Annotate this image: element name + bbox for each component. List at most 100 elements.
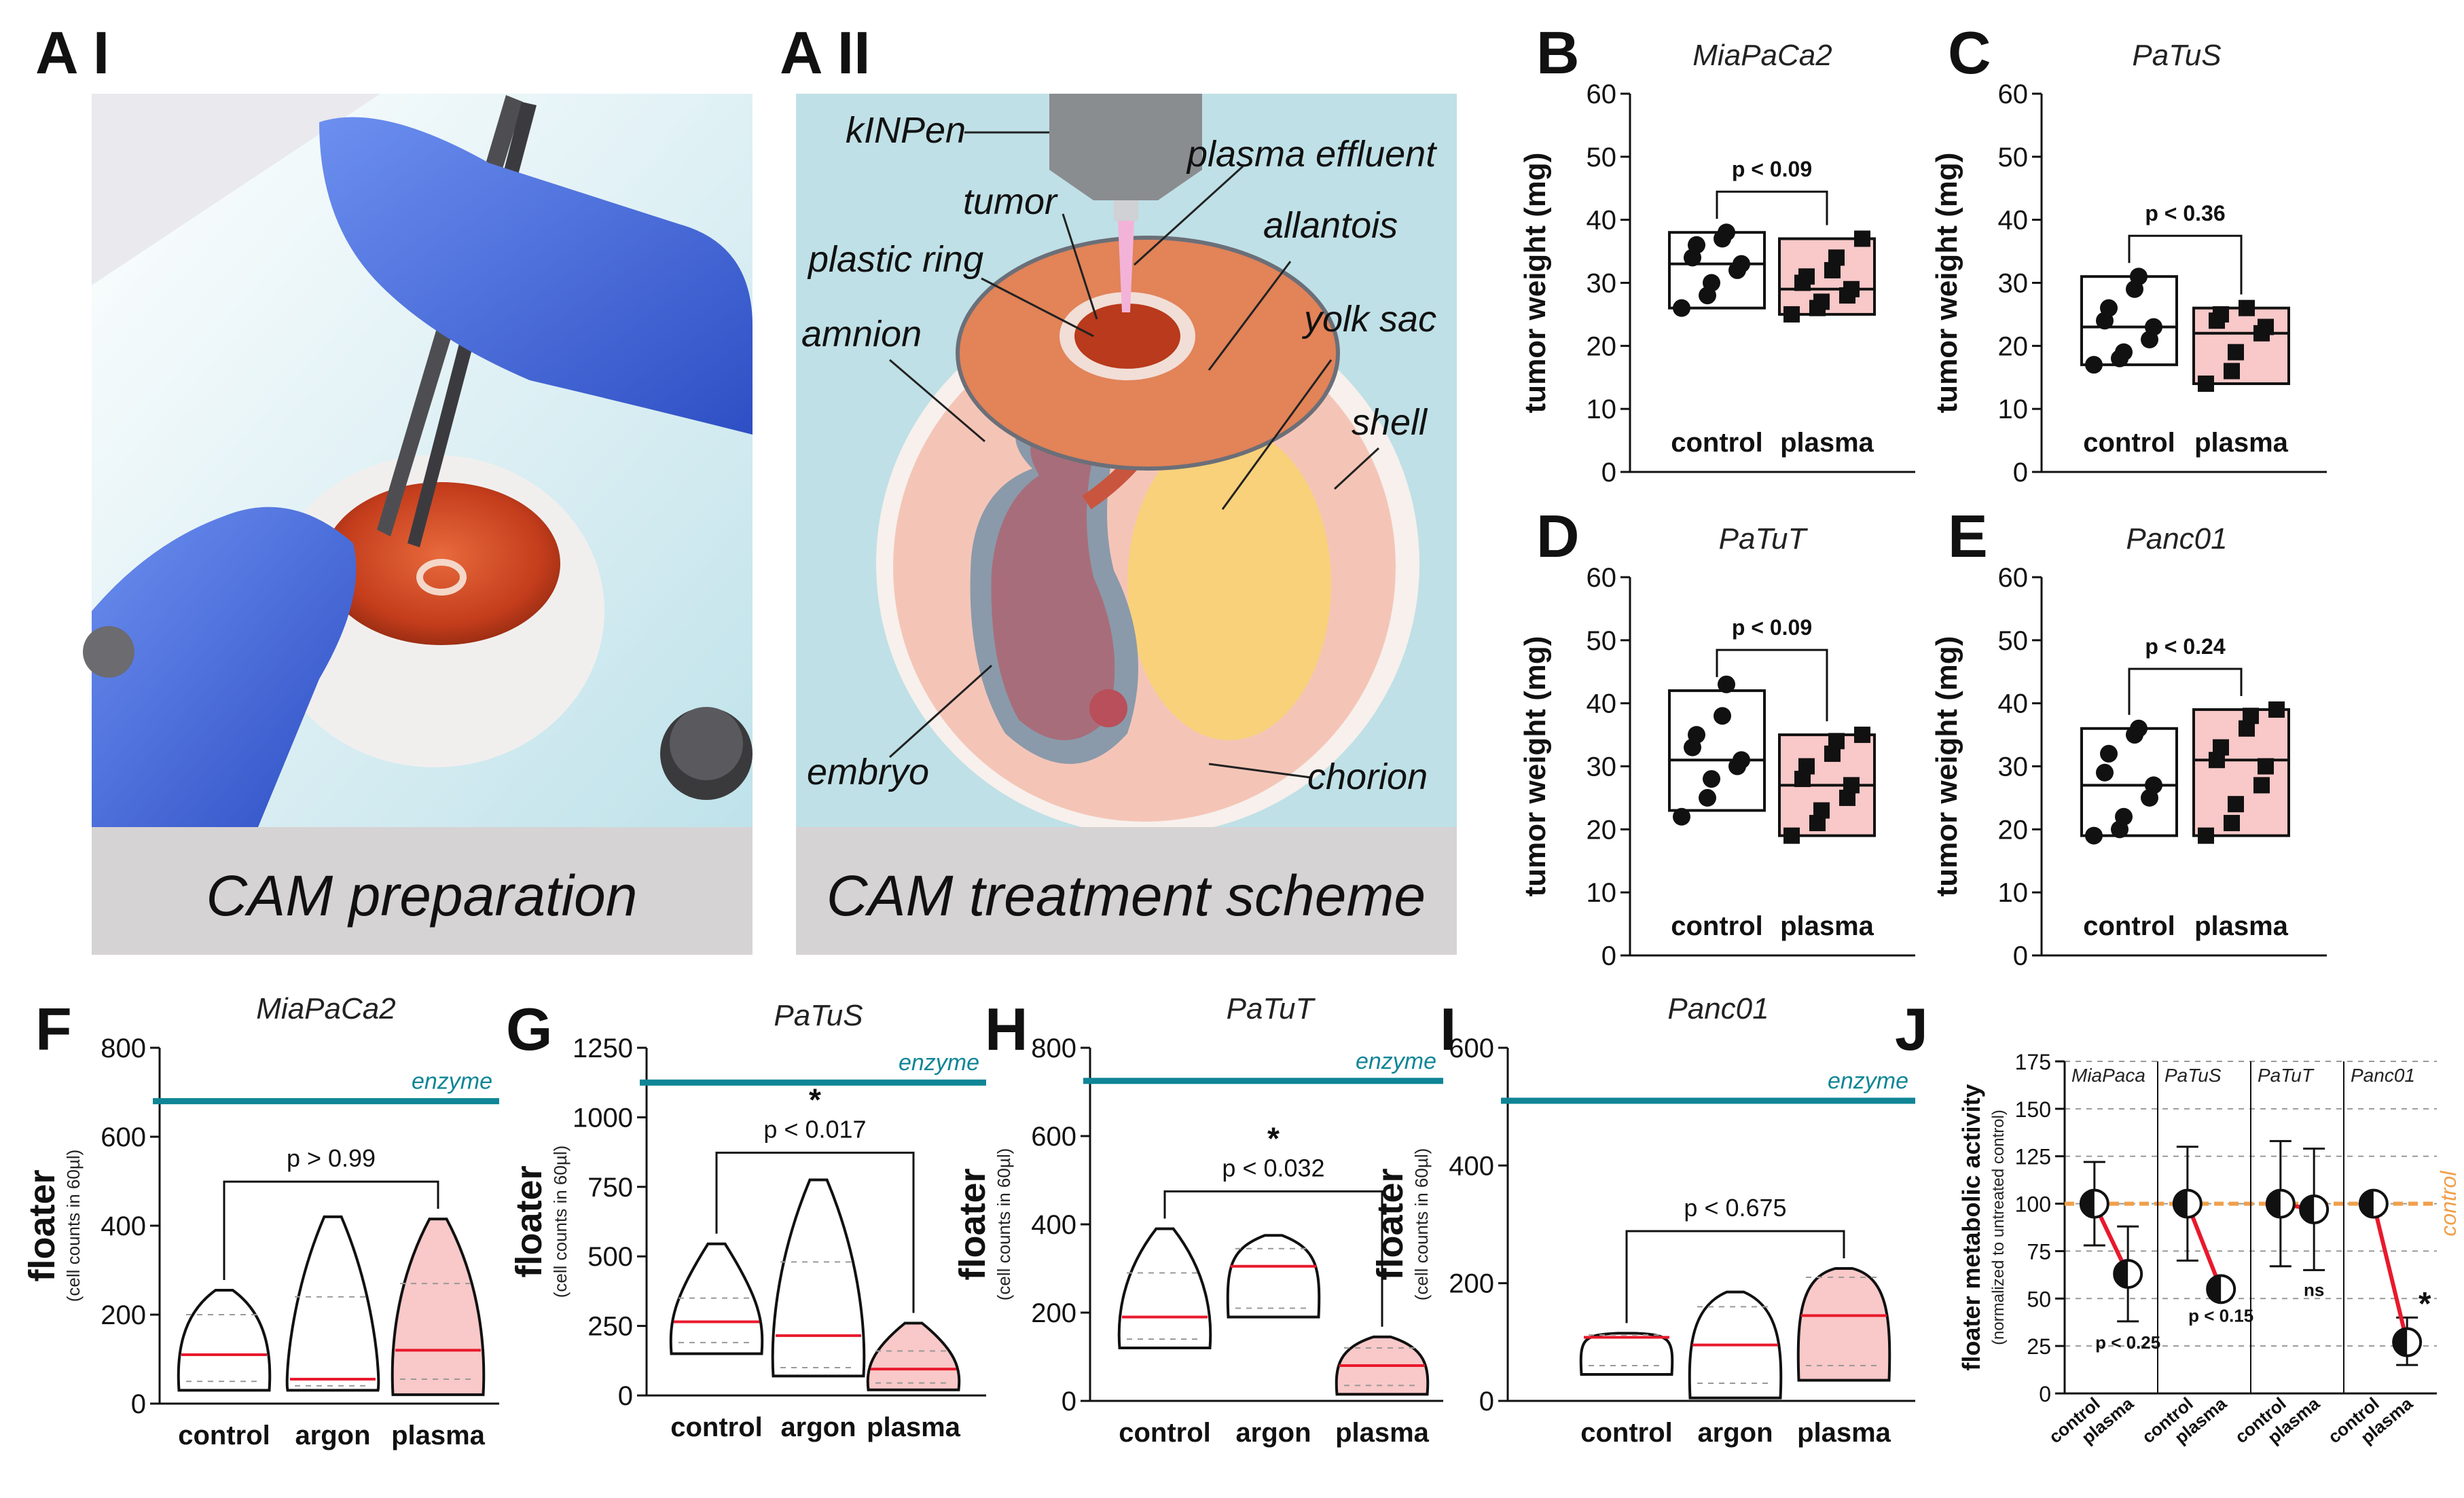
data-point-plasma bbox=[1813, 293, 1830, 310]
y-tick-label: 75 bbox=[2027, 1239, 2051, 1264]
data-point-plasma bbox=[2258, 318, 2274, 335]
chart-title: PaTuT bbox=[1227, 992, 1316, 1025]
data-point-control bbox=[2130, 268, 2148, 286]
plasma-effluent-shape bbox=[1118, 221, 1134, 312]
y-tick-label: 1000 bbox=[573, 1103, 633, 1133]
data-point-plasma bbox=[2224, 363, 2240, 380]
data-point-plasma bbox=[1798, 758, 1815, 775]
category-label-control: control bbox=[2083, 428, 2175, 458]
y-tick-label: 10 bbox=[1587, 395, 1617, 424]
data-point-control bbox=[2115, 343, 2133, 361]
y-tick-label: 10 bbox=[1587, 878, 1617, 908]
y-tick-label: 0 bbox=[1601, 941, 1616, 971]
category-label-plasma: plasma bbox=[2194, 428, 2289, 458]
violin-control bbox=[1117, 1227, 1212, 1349]
y-axis-label: tumor weight (mg) bbox=[1930, 636, 1963, 897]
data-point-control bbox=[1703, 770, 1720, 788]
y-tick-label: 0 bbox=[618, 1381, 633, 1411]
data-point-plasma bbox=[1843, 280, 1860, 297]
y-tick-label: 1250 bbox=[573, 1034, 633, 1063]
enzyme-label: enzyme bbox=[1356, 1048, 1436, 1074]
category-label-plasma: plasma bbox=[1797, 1418, 1891, 1448]
significance-star: * bbox=[2418, 1286, 2431, 1322]
y-tick-label: 0 bbox=[131, 1389, 146, 1419]
y-tick-label: 50 bbox=[1587, 626, 1617, 656]
group-label: PaTuS bbox=[2164, 1065, 2222, 1086]
category-label-argon: argon bbox=[295, 1421, 370, 1450]
mean-marker-fill-control bbox=[2173, 1190, 2188, 1218]
y-axis-label: tumor weight (mg) bbox=[1519, 153, 1552, 414]
y-tick-label: 60 bbox=[1998, 79, 2029, 109]
p-value-label: p < 0.25 bbox=[2095, 1332, 2160, 1353]
caption-cam-preparation: CAM preparation bbox=[206, 864, 638, 928]
data-point-control bbox=[2115, 807, 2133, 826]
y-tick-label: 400 bbox=[1031, 1210, 1076, 1240]
enzyme-label: enzyme bbox=[412, 1069, 492, 1095]
y-tick-label: 30 bbox=[1998, 752, 2029, 782]
data-point-control bbox=[1688, 236, 1705, 254]
mean-marker-fill-plasma bbox=[2300, 1195, 2315, 1223]
y-tick-label: 10 bbox=[1998, 878, 2029, 908]
data-point-plasma bbox=[2198, 827, 2214, 844]
data-point-plasma bbox=[1828, 733, 1845, 750]
panel-letter-c: C bbox=[1948, 19, 1991, 86]
y-tick-label: 40 bbox=[1587, 689, 1617, 719]
p-value-label: ns bbox=[2304, 1279, 2324, 1300]
label-amnion: amnion bbox=[801, 314, 922, 354]
data-point-plasma bbox=[2243, 708, 2259, 725]
category-label-control: control bbox=[1671, 428, 1763, 458]
y-tick-label: 20 bbox=[1587, 331, 1617, 361]
y-axis-sublabel: (cell counts in 60µl) bbox=[63, 1150, 84, 1302]
enzyme-label: enzyme bbox=[899, 1050, 979, 1076]
y-tick-label: 20 bbox=[1998, 331, 2029, 361]
mean-marker-fill-control bbox=[2266, 1190, 2281, 1218]
data-point-plasma bbox=[2213, 306, 2229, 323]
group-label: PaTuT bbox=[2258, 1065, 2315, 1086]
caption-cam-treatment-scheme: CAM treatment scheme bbox=[827, 864, 1426, 928]
p-value-label: p < 0.09 bbox=[1732, 615, 1812, 640]
category-label-control: control bbox=[1671, 911, 1763, 941]
y-tick-label: 0 bbox=[2013, 458, 2028, 488]
label-tumor: tumor bbox=[963, 181, 1058, 222]
chart-title: PaTuS bbox=[774, 999, 863, 1032]
data-point-plasma bbox=[1843, 777, 1860, 794]
data-point-plasma bbox=[2239, 299, 2255, 316]
data-point-control bbox=[1703, 274, 1720, 292]
label-allantois: allantois bbox=[1263, 205, 1398, 246]
violin-argon bbox=[285, 1215, 380, 1392]
y-axis-sublabel: (cell counts in 60µl) bbox=[994, 1148, 1014, 1301]
y-axis-label: tumor weight (mg) bbox=[1519, 636, 1552, 897]
y-tick-label: 60 bbox=[1587, 563, 1617, 593]
violin-control bbox=[177, 1288, 272, 1392]
significance-bracket bbox=[715, 1152, 915, 1313]
enzyme-label: enzyme bbox=[1828, 1068, 1908, 1094]
violin-argon bbox=[1226, 1234, 1321, 1319]
data-point-plasma bbox=[1798, 268, 1815, 285]
y-tick-label: 200 bbox=[1031, 1298, 1076, 1328]
y-axis-sublabel: (cell counts in 60µl) bbox=[1411, 1148, 1432, 1301]
y-tick-label: 0 bbox=[1062, 1387, 1076, 1417]
category-label-plasma: plasma bbox=[1780, 428, 1874, 458]
control-reference-label: control bbox=[2436, 1171, 2461, 1237]
panel-letter-e: E bbox=[1948, 503, 1988, 570]
mean-marker-fill-control bbox=[2080, 1190, 2095, 1218]
tumor-shape bbox=[1074, 304, 1180, 369]
data-point-plasma bbox=[2224, 815, 2240, 832]
data-point-plasma bbox=[2258, 758, 2274, 775]
y-tick-label: 600 bbox=[1449, 1034, 1494, 1063]
y-tick-label: 100 bbox=[2015, 1192, 2051, 1217]
y-axis-sublabel: (normalized to untreated control) bbox=[1989, 1110, 2008, 1345]
category-label-plasma: plasma bbox=[867, 1412, 961, 1442]
data-point-control bbox=[1733, 751, 1750, 769]
significance-bracket bbox=[1716, 648, 1828, 722]
p-value-label: p < 0.15 bbox=[2188, 1306, 2253, 1326]
data-point-plasma bbox=[2228, 344, 2244, 361]
label-yolk-sac: yolk sac bbox=[1301, 299, 1436, 340]
label-plastic-ring: plastic ring bbox=[807, 239, 983, 280]
